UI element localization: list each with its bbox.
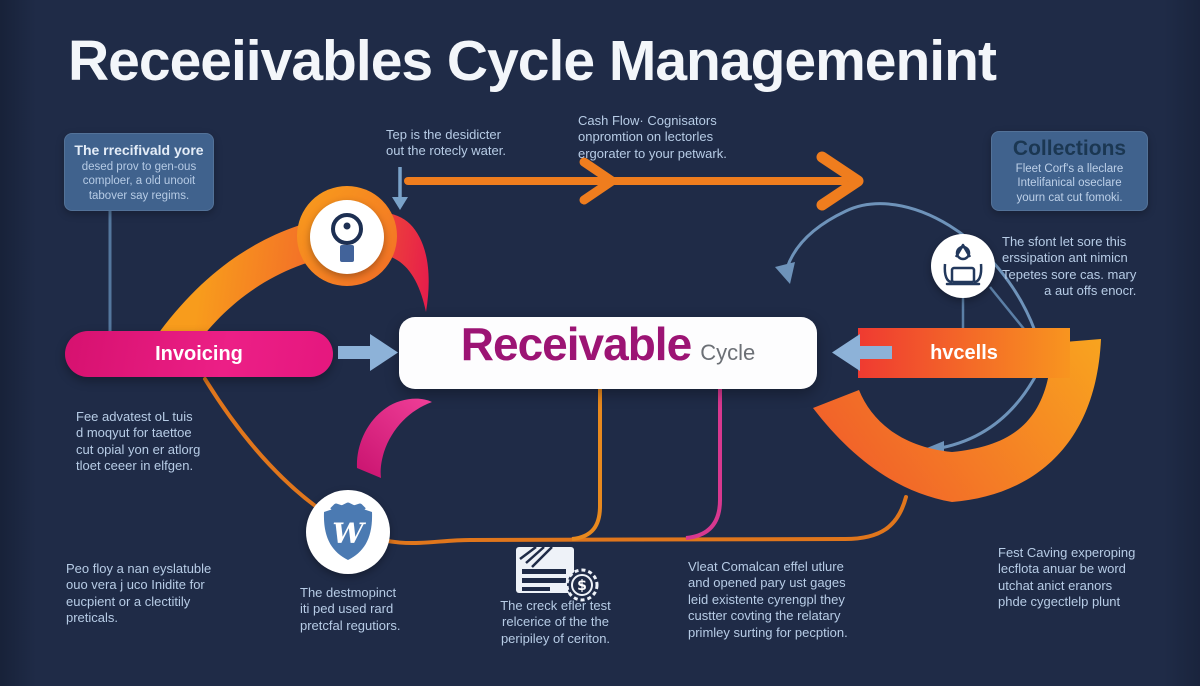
shield-w-icon: W <box>306 490 390 574</box>
note-line: out the rotecly water. <box>386 143 506 159</box>
tep-down-arrow <box>392 167 408 210</box>
note-line: Fest Caving experoping <box>998 545 1136 560</box>
note-line: erssipation ant nimicn <box>1002 250 1128 266</box>
note-line: peripiley of ceriton. <box>500 630 611 646</box>
note-line: onpromtion on lectorles <box>578 129 714 145</box>
note-line: phde cygectlelp plunt <box>998 594 1121 610</box>
note-line: ouo vera j uco Inidite for <box>66 577 205 593</box>
panel-line: yourn cat cut fomoki. <box>1016 191 1123 204</box>
note-line: Vleat Comalcan effel utlure <box>688 559 844 574</box>
note-line: a aut offs enocr. <box>1044 283 1137 299</box>
note-cashflow: Cash Flow· Cognisators onpromtion on lec… <box>578 113 727 162</box>
orange-band-left <box>155 186 429 354</box>
page-title: Receeiivables Cycle Managemenint <box>68 29 997 93</box>
hvcells-label: hvcells <box>930 341 998 364</box>
dollar-sign: $ <box>577 578 587 594</box>
note-line: tloet ceeer in elfgen. <box>76 458 194 474</box>
note-line: and opened pary ust gages <box>688 575 846 591</box>
receivable-cycle-node: Receivable Cycle <box>399 317 817 389</box>
note-line: pretcfal regutiors. <box>300 617 401 633</box>
note-line: Peo floy a nan eyslatuble <box>66 561 212 576</box>
magnifier-icon <box>310 200 384 274</box>
panel-heading: The rrecifivald yore <box>74 142 204 158</box>
note-line: Tep is the desidicter <box>386 127 501 142</box>
invoice-glyph: $ <box>516 546 599 602</box>
hvcells-node: hvcells <box>858 328 1070 378</box>
orange-arc-right <box>813 339 1101 502</box>
note-person: The sfont let sore this erssipation ant … <box>1002 234 1136 300</box>
thin-orange-loop <box>203 377 908 546</box>
panel-line: desed prov to gen-ous <box>81 161 197 173</box>
note-line: Tepetes sore cas. mary <box>1002 266 1137 282</box>
note-line: The sfont let sore this <box>1002 234 1127 249</box>
note-line: Fee advatest oL tuis <box>76 409 193 424</box>
note-line: primley surting for pecption. <box>688 624 848 640</box>
receivable-label: Receivable <box>460 318 692 370</box>
panel-line: Intelifanical oseclare <box>1017 177 1122 190</box>
person-laptop-icon <box>931 234 995 298</box>
panel-line: Fleet Corf's a lleclare <box>1015 163 1124 175</box>
blue-arc-top-right <box>775 202 1037 332</box>
panel-line: tabover say regims. <box>88 189 190 202</box>
note-vleat: Vleat Comalcan effel utlure and opened p… <box>688 559 848 641</box>
note-doc-caption: The creck efler test relcerice of the th… <box>483 598 628 647</box>
info-panel-collections: Collections Fleet Corf's a lleclare Inte… <box>991 131 1148 211</box>
note-line: relcerice of the the <box>502 614 609 630</box>
note-line: lecflota anuar be word <box>998 561 1126 577</box>
note-line: leid existente cyrengpl they <box>688 591 845 607</box>
note-line: ergorater to your petwark. <box>578 145 727 161</box>
note-tep: Tep is the desidicter out the rotecly wa… <box>386 127 506 160</box>
panel-line: comploer, a old unooit <box>82 175 196 188</box>
note-line: cut opial yon er atlorg <box>76 441 201 457</box>
drop-connectors <box>571 386 722 541</box>
top-orange-arrow <box>404 151 864 211</box>
note-line: custter covting the relatary <box>688 608 841 624</box>
magnifier-glyph <box>331 213 363 262</box>
cycle-label: Cycle <box>700 340 756 365</box>
collections-heading: Collections <box>1012 137 1127 160</box>
shield-letter: W <box>332 517 366 550</box>
note-line: utchat anict eranors <box>998 577 1113 593</box>
note-dest: The destmopinct iti ped used rard pretcf… <box>300 585 400 634</box>
note-line: eucpient or a clectitily <box>66 593 191 609</box>
invoicing-label: Invoicing <box>155 342 243 365</box>
person-glyph <box>943 243 983 286</box>
note-line: d moqyut for taettoe <box>76 425 192 441</box>
person-connectors <box>961 286 1025 330</box>
info-panel-top-left: The rrecifivald yore desed prov to gen-o… <box>64 133 214 211</box>
note-peo: Peo floy a nan eyslatuble ouo vera j uco… <box>66 561 211 627</box>
invoicing-node: Invoicing <box>65 331 333 377</box>
note-line: Cash Flow· Cognisators <box>578 113 717 128</box>
note-line: preticals. <box>66 610 119 626</box>
note-line: iti ped used rard <box>300 601 394 617</box>
note-line: The destmopinct <box>300 585 397 600</box>
note-line: The creck efler test <box>500 598 611 613</box>
invoice-dollar-icon: $ <box>512 541 600 603</box>
note-fest: Fest Caving experoping lecflota anuar be… <box>998 545 1135 611</box>
note-fee: Fee advatest oL tuis d moqyut for taetto… <box>76 409 200 475</box>
shield-glyph: W <box>323 502 373 560</box>
